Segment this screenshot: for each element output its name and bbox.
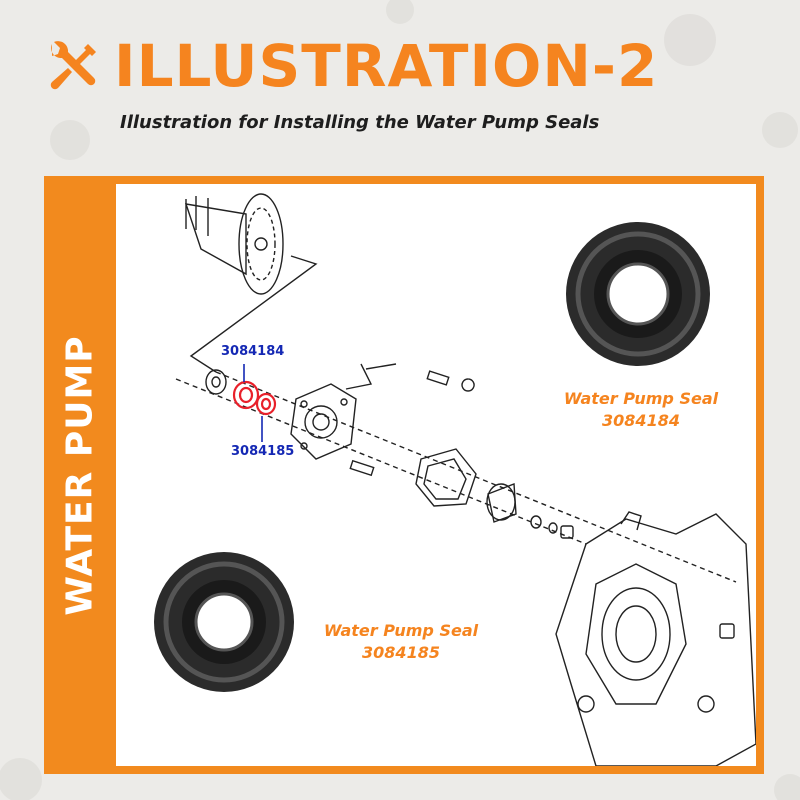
gear-shaft-drawing [184, 193, 284, 295]
header: ILLUSTRATION-2 Illustration for Installi… [0, 0, 800, 170]
exploded-diagram [154, 193, 756, 766]
diagram-panel: 3084184 3084185 Water Pump Seal 3084184 … [116, 184, 756, 766]
washer-drawing [205, 369, 227, 395]
gasket-drawing [415, 448, 477, 507]
seal-photo-3084184 [566, 222, 710, 366]
crankcase-cover-drawing [555, 511, 756, 766]
side-label: WATER PUMP [44, 176, 116, 774]
seal-caption-3084185: Water Pump Seal 3084185 [316, 620, 486, 664]
seal-caption-part-number: 3084184 [602, 411, 680, 430]
impeller-drawing [486, 483, 517, 523]
seal-caption-label: Water Pump Seal [323, 621, 479, 640]
seal-caption-part-number: 3084185 [362, 643, 440, 662]
callout-label-bottom: 3084185 [231, 444, 295, 459]
seal-highlight-3084185 [255, 392, 277, 416]
seal-caption-3084184: Water Pump Seal 3084184 [556, 388, 726, 432]
pump-housing-drawing [290, 383, 357, 460]
tools-icon [50, 41, 96, 90]
page-title: ILLUSTRATION-2 [114, 32, 659, 100]
callout-label-top: 3084184 [221, 344, 285, 359]
seal-photo-3084185 [154, 552, 294, 692]
seal-caption-label: Water Pump Seal [563, 389, 719, 408]
page-subtitle: Illustration for Installing the Water Pu… [120, 112, 600, 133]
side-label-text: WATER PUMP [59, 334, 101, 616]
seal-highlight-3084184 [232, 380, 260, 410]
